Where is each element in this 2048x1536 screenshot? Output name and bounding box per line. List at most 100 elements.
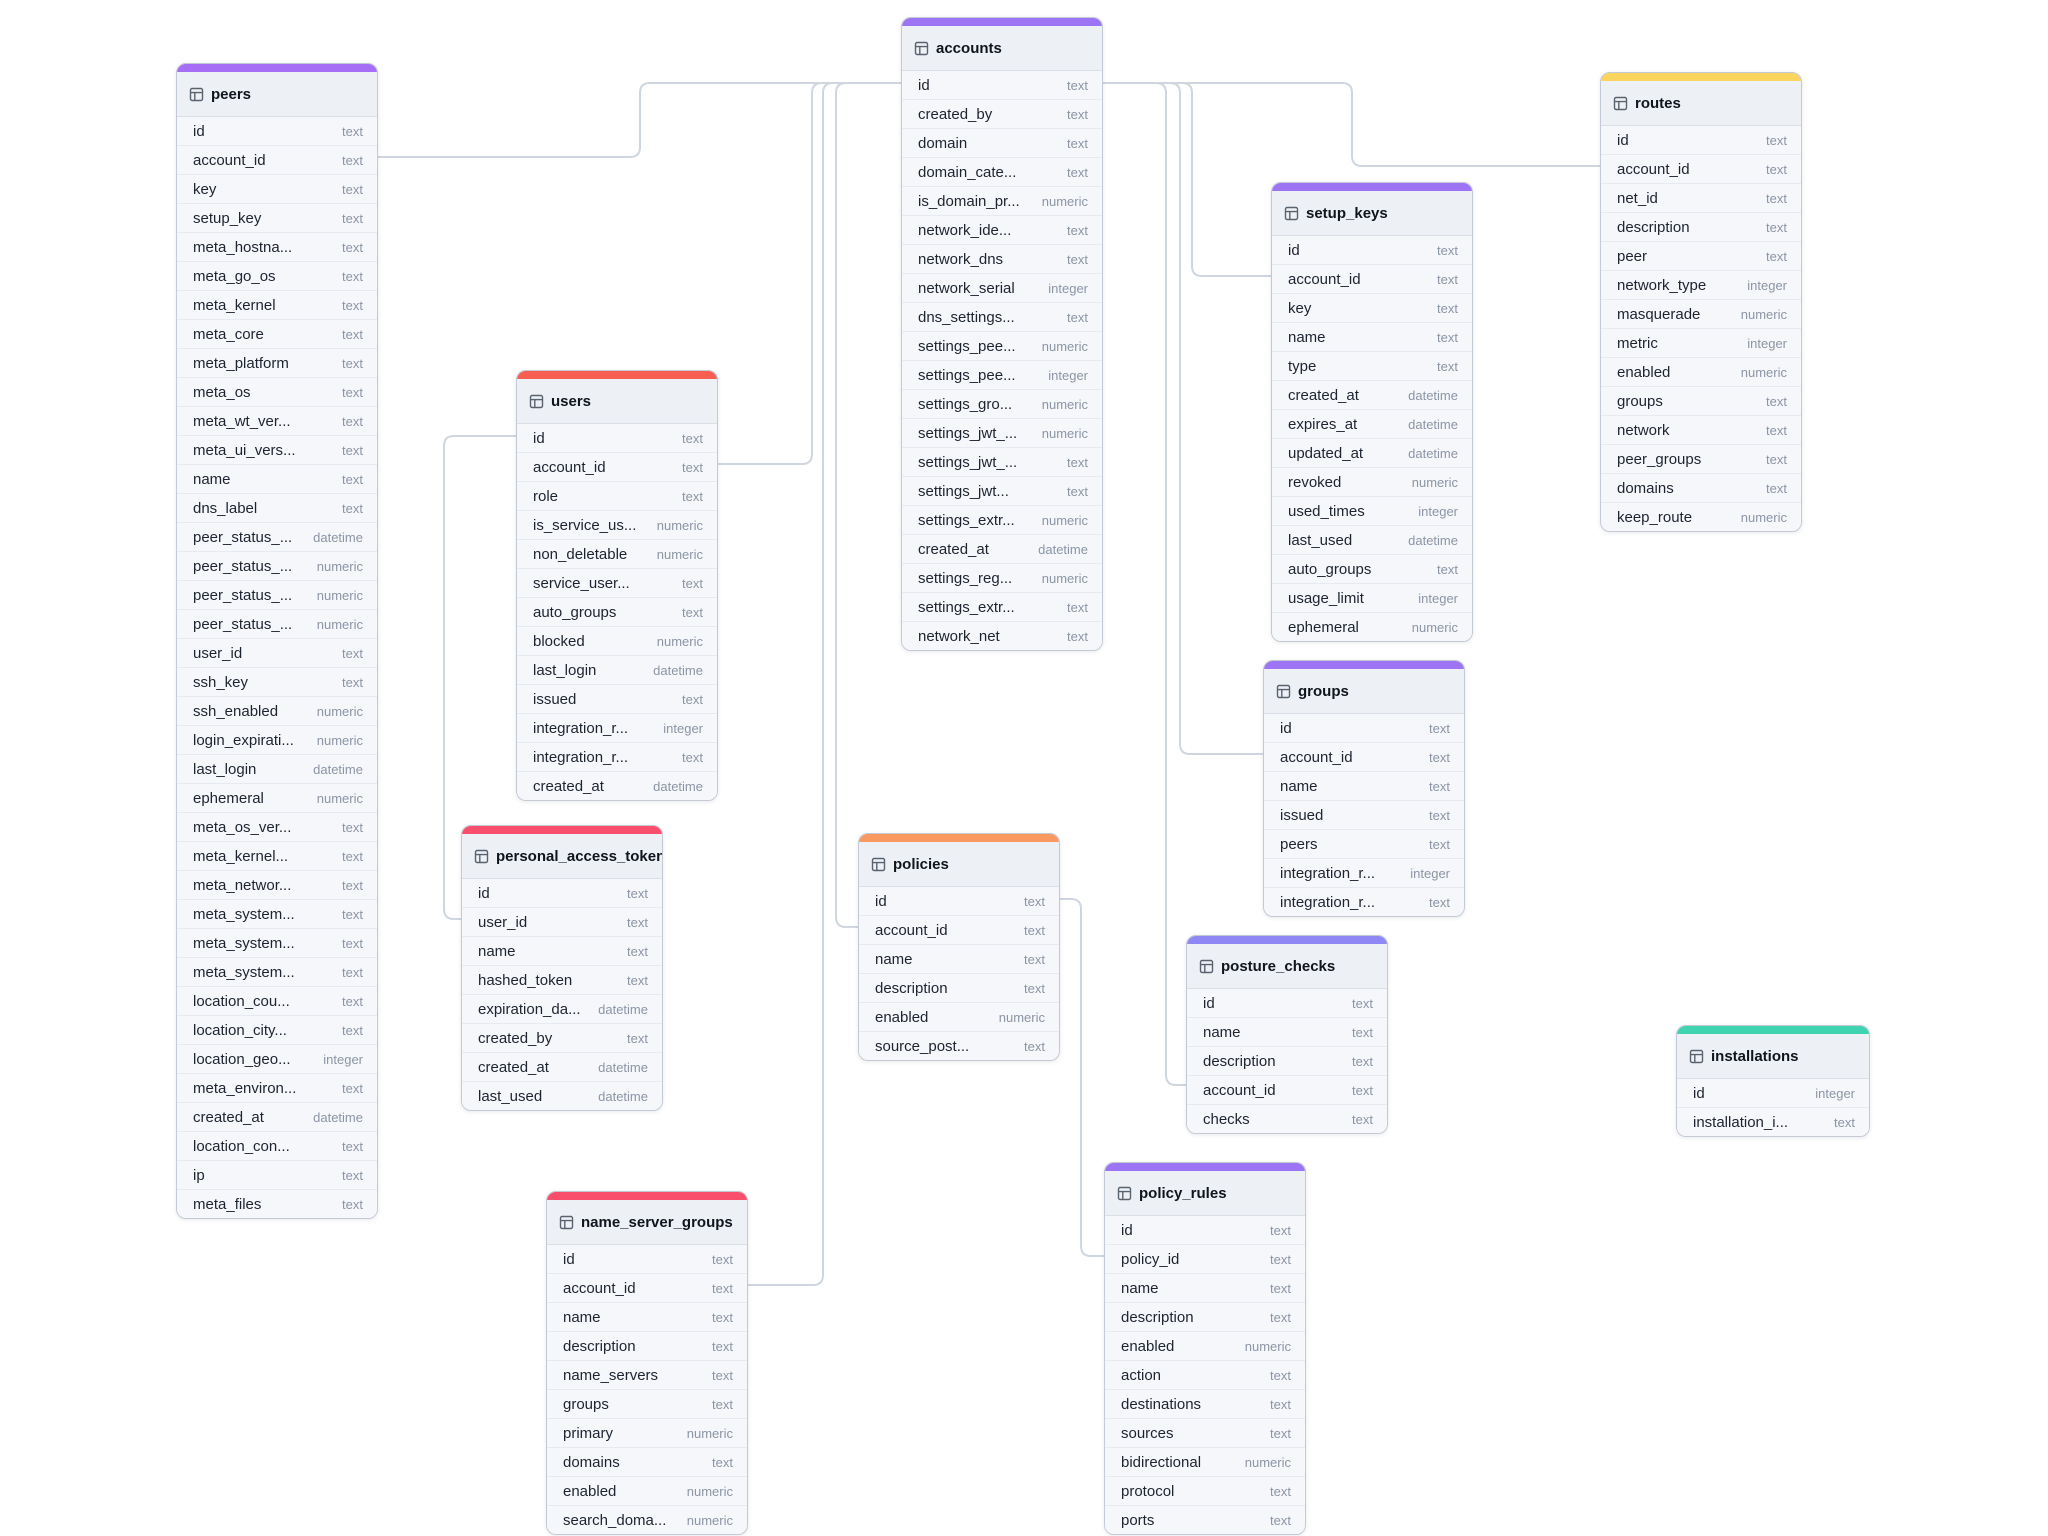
field-name: checks	[1203, 1110, 1250, 1128]
field-name: domains	[563, 1453, 620, 1471]
table-header[interactable]: policy_rules	[1105, 1171, 1305, 1216]
field-type: text	[1429, 749, 1450, 765]
field-type: datetime	[1408, 532, 1458, 548]
field-name: domains	[1617, 479, 1674, 497]
field-row: peer_status_...numeric	[177, 581, 377, 610]
field-row: location_cou...text	[177, 987, 377, 1016]
table-header[interactable]: posture_checks	[1187, 944, 1387, 989]
field-type: datetime	[598, 1088, 648, 1104]
field-type: text	[1067, 77, 1088, 93]
field-type: text	[1270, 1483, 1291, 1499]
field-type: numeric	[1041, 570, 1088, 586]
field-name: auto_groups	[1288, 560, 1372, 578]
table-title: posture_checks	[1221, 957, 1336, 975]
field-type: numeric	[656, 517, 703, 533]
table-header[interactable]: peers	[177, 72, 377, 117]
field-name: meta_files	[193, 1195, 262, 1213]
table-header[interactable]: users	[517, 379, 717, 424]
field-type: integer	[1418, 590, 1458, 606]
table-title: routes	[1635, 94, 1681, 112]
field-name: settings_jwt_...	[918, 453, 1018, 471]
field-row: domain_cate...text	[902, 158, 1102, 187]
table-title: peers	[211, 85, 252, 103]
field-name: type	[1288, 357, 1317, 375]
field-name: source_post...	[875, 1037, 970, 1055]
field-name: service_user...	[533, 574, 630, 592]
table-icon	[1117, 1186, 1132, 1201]
field-row: integration_r...text	[1264, 888, 1464, 916]
field-name: created_at	[478, 1058, 549, 1076]
table-header[interactable]: routes	[1601, 81, 1801, 126]
field-name: login_expirati...	[193, 731, 294, 749]
field-name: settings_pee...	[918, 366, 1016, 384]
field-type: text	[627, 885, 648, 901]
field-type: text	[1067, 222, 1088, 238]
field-row: is_domain_pr...numeric	[902, 187, 1102, 216]
field-name: id	[1693, 1084, 1705, 1102]
field-name: last_login	[193, 760, 257, 778]
table-accent-bar	[1677, 1026, 1869, 1034]
field-type: text	[1766, 451, 1787, 467]
field-type: text	[712, 1309, 733, 1325]
field-type: numeric	[1041, 425, 1088, 441]
table-header[interactable]: installations	[1677, 1034, 1869, 1079]
field-name: created_by	[478, 1029, 553, 1047]
field-type: text	[1766, 132, 1787, 148]
field-row: peer_status_...numeric	[177, 552, 377, 581]
field-name: location_cou...	[193, 992, 290, 1010]
field-type: text	[1766, 248, 1787, 264]
table-header[interactable]: groups	[1264, 669, 1464, 714]
table-header[interactable]: name_server_groups	[547, 1200, 747, 1245]
field-name: settings_jwt_...	[918, 424, 1018, 442]
field-type: text	[342, 848, 363, 864]
field-type: text	[712, 1367, 733, 1383]
field-name: name	[1280, 777, 1318, 795]
field-name: destinations	[1121, 1395, 1202, 1413]
field-row: location_geo...integer	[177, 1045, 377, 1074]
field-name: settings_reg...	[918, 569, 1013, 587]
field-name: account_id	[533, 458, 606, 476]
field-name: created_at	[533, 777, 604, 795]
field-name: last_used	[478, 1087, 543, 1105]
table-icon	[1284, 206, 1299, 221]
table-header[interactable]: personal_access_tokens	[462, 834, 662, 879]
field-row: location_con...text	[177, 1132, 377, 1161]
field-name: id	[1617, 131, 1629, 149]
field-row: meta_system...text	[177, 958, 377, 987]
table-header[interactable]: accounts	[902, 26, 1102, 71]
table-header[interactable]: policies	[859, 842, 1059, 887]
field-row: dns_settings...text	[902, 303, 1102, 332]
field-name: id	[1203, 994, 1215, 1012]
field-name: dns_label	[193, 499, 258, 517]
field-type: text	[342, 239, 363, 255]
field-name: bidirectional	[1121, 1453, 1202, 1471]
field-row: is_service_us...numeric	[517, 511, 717, 540]
field-name: id	[193, 122, 205, 140]
table-header[interactable]: setup_keys	[1272, 191, 1472, 236]
